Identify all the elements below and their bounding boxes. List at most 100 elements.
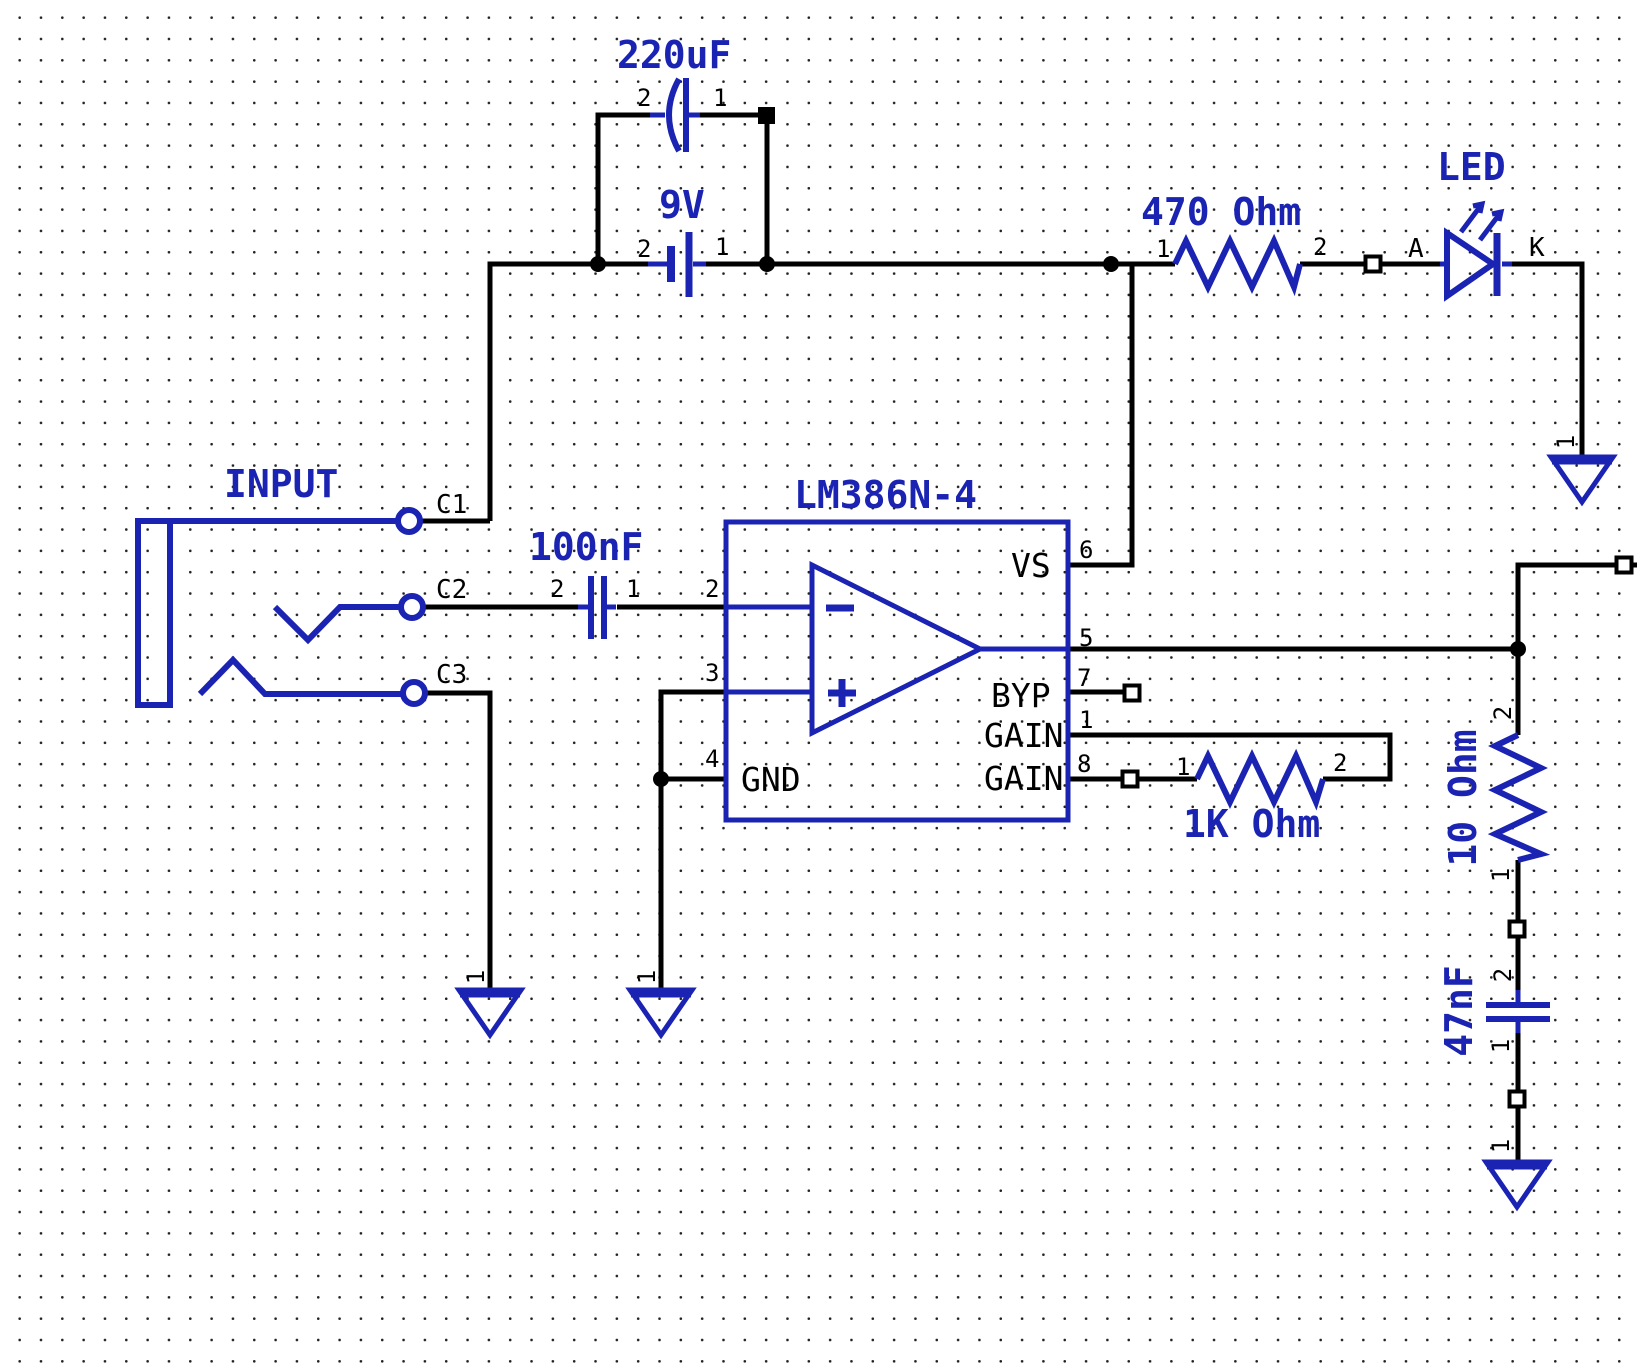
pin-r10-2: 2 <box>1489 705 1517 721</box>
terminal-c3[interactable] <box>400 679 428 707</box>
pin-battery-1: 1 <box>715 233 730 261</box>
pin-ic-6: 6 <box>1079 536 1094 564</box>
junction-dot <box>759 256 775 272</box>
junction-dot <box>1103 256 1119 272</box>
junction-dots <box>590 107 1526 787</box>
connection-square[interactable] <box>1507 919 1527 939</box>
ground-symbol-led[interactable] <box>1546 454 1618 507</box>
pin-cap100n-2: 2 <box>550 575 565 603</box>
pin-ic-3: 3 <box>705 659 720 687</box>
connection-squares <box>1120 254 1634 1109</box>
ground-symbol-output[interactable] <box>1481 1159 1553 1212</box>
jack-ring-contact <box>272 604 401 645</box>
wire-pin3-pin4-ground[interactable] <box>658 689 726 990</box>
label-input-name: INPUT <box>224 462 339 506</box>
pin-r1k-1: 1 <box>1176 753 1191 781</box>
pin-cap220-2: 2 <box>637 84 652 112</box>
resistor-10ohm-symbol[interactable] <box>1487 732 1551 863</box>
pin-battery-2: 2 <box>637 235 652 263</box>
label-cap47n-value: 47nF <box>1437 965 1481 1057</box>
wire-c3-to-ground[interactable] <box>426 690 493 990</box>
wire-output-net[interactable] <box>1068 562 1637 735</box>
label-ic-gnd: GND <box>741 760 801 799</box>
ic-box <box>723 519 1071 823</box>
wire-vs-riser[interactable] <box>1068 264 1135 568</box>
ground-symbol-ic[interactable] <box>625 987 697 1040</box>
wire-gain-loop[interactable] <box>1068 732 1393 782</box>
label-led-name: LED <box>1437 145 1506 189</box>
led-triangle <box>1444 227 1499 302</box>
junction-dot <box>1510 641 1526 657</box>
jack-sleeve-contact <box>197 655 403 697</box>
pin-ground-led: 1 <box>1552 434 1580 450</box>
led-symbol[interactable] <box>1440 200 1512 302</box>
pin-ic-1: 1 <box>1079 706 1094 734</box>
opamp-triangle <box>809 560 986 738</box>
pin-ic-8: 8 <box>1077 750 1092 778</box>
label-r1k-value: 1K Ohm <box>1183 802 1321 846</box>
resistor-470ohm-symbol[interactable] <box>1172 233 1303 297</box>
jack-body <box>135 518 173 708</box>
capacitor-47nF-symbol[interactable] <box>1486 990 1550 1033</box>
pin-ic-5: 5 <box>1079 624 1094 652</box>
cap-220uF-curved-plate <box>666 77 682 153</box>
label-r470-value: 470 Ohm <box>1141 190 1302 234</box>
label-cap100n-value: 100nF <box>529 525 644 569</box>
pin-ic-2: 2 <box>705 575 720 603</box>
connection-square[interactable] <box>1120 769 1140 789</box>
label-led-cathode: K <box>1529 233 1545 263</box>
ic-lm386-symbol[interactable] <box>723 519 1071 823</box>
pin-ground-ic: 1 <box>633 969 661 985</box>
label-net-c1: C1 <box>436 490 468 520</box>
resistor-1k-zigzag <box>1194 748 1326 811</box>
junction-square <box>758 107 775 124</box>
terminal-c1[interactable] <box>395 507 423 535</box>
connection-square[interactable] <box>1363 254 1383 274</box>
pin-r470-2: 2 <box>1313 233 1328 261</box>
capacitor-100nF-symbol[interactable] <box>578 576 616 639</box>
label-r10-value: 10 Ohm <box>1441 729 1485 867</box>
jack-terminals <box>395 507 428 707</box>
label-battery-value: 9V <box>659 183 705 227</box>
cap-47nF-plates <box>1486 1002 1550 1022</box>
pin-cap47n-2: 2 <box>1489 967 1517 983</box>
wire-supply-rail[interactable] <box>487 112 1175 521</box>
junction-dot <box>590 256 606 272</box>
pin-r470-1: 1 <box>1156 235 1171 263</box>
label-ic-gain-bottom: GAIN <box>984 759 1064 798</box>
junction-dot <box>653 771 669 787</box>
label-net-c2: C2 <box>436 575 468 605</box>
pin-ground-out: 1 <box>1487 1138 1515 1154</box>
label-net-c3: C3 <box>436 660 468 690</box>
opamp-internal-wires <box>726 604 1068 695</box>
pin-cap220-1: 1 <box>713 84 728 112</box>
connection-square[interactable] <box>1122 683 1142 703</box>
pin-ground-input: 1 <box>462 969 490 985</box>
battery-9v-symbol[interactable] <box>648 232 706 297</box>
pin-cap47n-1: 1 <box>1487 1038 1515 1054</box>
label-ic-byp: BYP <box>991 676 1051 715</box>
wire-nets[interactable] <box>421 112 1637 1162</box>
cap-100nF-plates <box>588 576 607 639</box>
pin-ic-7: 7 <box>1077 664 1092 692</box>
pin-cap100n-1: 1 <box>626 575 641 603</box>
resistor-470-zigzag <box>1172 233 1303 297</box>
pin-ic-4: 4 <box>705 745 720 773</box>
terminal-c2[interactable] <box>398 593 426 621</box>
connection-square[interactable] <box>1614 555 1634 575</box>
ground-symbol-input[interactable] <box>454 987 526 1040</box>
connection-square[interactable] <box>1507 1089 1527 1109</box>
capacitor-220uF-symbol[interactable] <box>650 77 700 153</box>
label-led-anode: A <box>1408 234 1424 264</box>
label-ic-gain-top: GAIN <box>984 716 1064 755</box>
led-light-arrows <box>1459 200 1505 242</box>
label-ic-part: LM386N-4 <box>794 473 978 517</box>
resistor-1kohm-symbol[interactable] <box>1194 748 1326 811</box>
resistor-10-zigzag <box>1487 732 1551 863</box>
label-cap220-value: 220uF <box>617 33 732 77</box>
pin-r10-1: 1 <box>1487 867 1515 883</box>
input-jack-symbol[interactable] <box>135 518 403 708</box>
wire-led-branch[interactable] <box>1300 261 1585 457</box>
